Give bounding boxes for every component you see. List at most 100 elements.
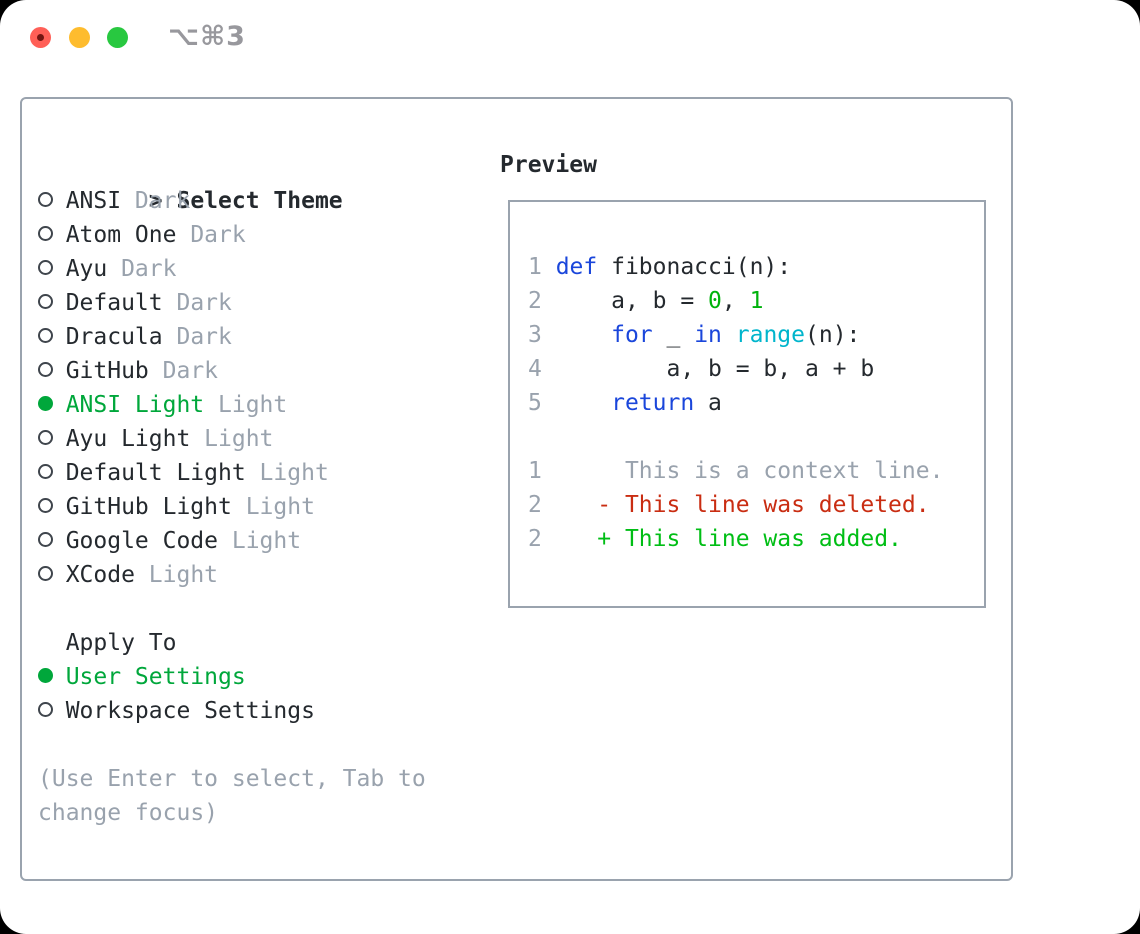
- apply-option-user-settings[interactable]: User Settings: [38, 660, 426, 694]
- radio-marker: [38, 524, 66, 558]
- apply-to-title: Apply To: [65, 630, 177, 656]
- theme-variant: Dark: [176, 222, 246, 248]
- radio-marker: [38, 490, 66, 524]
- preview-title: Preview: [500, 152, 597, 178]
- radio-selected-icon: [38, 668, 53, 683]
- theme-option-google-code[interactable]: Google Code Light: [38, 524, 426, 558]
- code-segment-kw: for: [611, 322, 653, 348]
- close-button[interactable]: [30, 27, 51, 48]
- theme-variant: Light: [190, 426, 274, 452]
- theme-name: Default Light: [65, 460, 246, 486]
- apply-option-label: Workspace Settings: [65, 698, 315, 724]
- radio-icon: [38, 464, 53, 479]
- radio-icon: [38, 566, 53, 581]
- help-text-line: (Use Enter to select, Tab to: [38, 766, 426, 792]
- radio-marker: [38, 320, 66, 354]
- code-segment-num: 1: [528, 254, 556, 280]
- apply-option-workspace-settings[interactable]: Workspace Settings: [38, 694, 426, 728]
- theme-name: Ayu Light: [65, 426, 191, 452]
- code-segment-plain: _: [652, 322, 695, 348]
- theme-variant: Dark: [121, 188, 191, 214]
- zoom-button[interactable]: [107, 27, 128, 48]
- radio-icon: [38, 226, 53, 241]
- radio-marker: [38, 456, 66, 490]
- theme-name: GitHub: [65, 358, 149, 384]
- theme-option-ayu[interactable]: Ayu Dark: [38, 252, 426, 286]
- theme-name: Google Code: [65, 528, 219, 554]
- theme-name: ANSI Light: [65, 392, 205, 418]
- code-segment-kw: return: [611, 390, 695, 416]
- theme-option-default-light[interactable]: Default Light Light: [38, 456, 426, 490]
- code-segment-plain: fibonacci(n):: [597, 254, 792, 280]
- theme-variant: Light: [231, 494, 315, 520]
- spacer-row: [38, 592, 426, 626]
- code-segment-add: + This line was added.: [597, 526, 902, 552]
- code-segment-plain: [722, 322, 736, 348]
- radio-marker: [38, 388, 66, 422]
- apply-to-header: Apply To: [38, 626, 426, 660]
- radio-icon: [38, 294, 53, 309]
- theme-option-dracula[interactable]: Dracula Dark: [38, 320, 426, 354]
- code-segment-lit: 1: [749, 288, 764, 314]
- help-text-line: change focus): [38, 800, 219, 826]
- theme-name: Dracula: [65, 324, 163, 350]
- theme-option-atom-one[interactable]: Atom One Dark: [38, 218, 426, 252]
- minimize-button[interactable]: [69, 27, 90, 48]
- code-segment-fn: range: [735, 322, 805, 348]
- preview-pane: 1 def fibonacci(n): 2 a, b = 0, 1 3 for …: [508, 200, 986, 608]
- radio-icon: [38, 362, 53, 377]
- theme-variant: Light: [245, 460, 329, 486]
- radio-icon: [38, 328, 53, 343]
- theme-name: Atom One: [65, 222, 177, 248]
- code-segment-del: - This line was deleted.: [597, 492, 930, 518]
- theme-option-github-light[interactable]: GitHub Light Light: [38, 490, 426, 524]
- theme-variant: Dark: [162, 324, 232, 350]
- theme-name: Default: [65, 290, 163, 316]
- radio-selected-icon: [38, 396, 53, 411]
- code-segment-plain: a: [694, 390, 722, 416]
- code-segment-plain: [556, 322, 611, 348]
- theme-option-ansi-light[interactable]: ANSI Light Light: [38, 388, 426, 422]
- radio-icon: [38, 498, 53, 513]
- code-segment-num: 1: [528, 458, 542, 484]
- radio-marker: [38, 558, 66, 592]
- code-segment-num: 4: [528, 356, 556, 382]
- theme-option-xcode[interactable]: XCode Light: [38, 558, 426, 592]
- theme-option-ayu-light[interactable]: Ayu Light Light: [38, 422, 426, 456]
- theme-option-default[interactable]: Default Dark: [38, 286, 426, 320]
- code-segment-plain: a, b =: [555, 288, 709, 314]
- code-segment-num: 2: [528, 288, 556, 314]
- radio-icon: [38, 192, 53, 207]
- code-segment-ctx: This is a context line.: [541, 458, 944, 484]
- theme-variant: Dark: [148, 358, 219, 384]
- code-segment-plain: (n):: [805, 322, 861, 348]
- theme-list-title: Select Theme: [176, 188, 343, 214]
- spacer-row: [38, 728, 426, 762]
- radio-marker: [38, 218, 66, 252]
- window-title: ⌥⌘3: [168, 21, 246, 52]
- code-segment-kw: in: [694, 322, 722, 348]
- code-segment-plain: a, b = b, a + b: [555, 356, 875, 382]
- theme-list-header: > Select Theme: [38, 150, 426, 214]
- code-segment-plain: ,: [721, 288, 750, 314]
- radio-marker: [38, 660, 66, 694]
- code-segment-num: 3: [528, 322, 556, 348]
- code-segment-num: 2: [528, 526, 542, 552]
- code-preview: 1 def fibonacci(n): 2 a, b = 0, 1 3 for …: [510, 202, 984, 556]
- radio-icon: [38, 532, 53, 547]
- theme-variant: Dark: [107, 256, 177, 282]
- titlebar: ⌥⌘3: [0, 0, 1140, 96]
- theme-option-ansi[interactable]: ANSI Dark: [38, 184, 426, 218]
- radio-marker: [38, 184, 66, 218]
- focus-caret-icon: >: [148, 188, 163, 214]
- apply-option-label: User Settings: [65, 664, 246, 690]
- radio-marker: [38, 252, 66, 286]
- theme-option-github[interactable]: GitHub Dark: [38, 354, 426, 388]
- theme-variant: Light: [218, 528, 302, 554]
- theme-variant: Dark: [162, 290, 232, 316]
- code-segment-plain: [556, 390, 611, 416]
- theme-name: ANSI: [65, 188, 122, 214]
